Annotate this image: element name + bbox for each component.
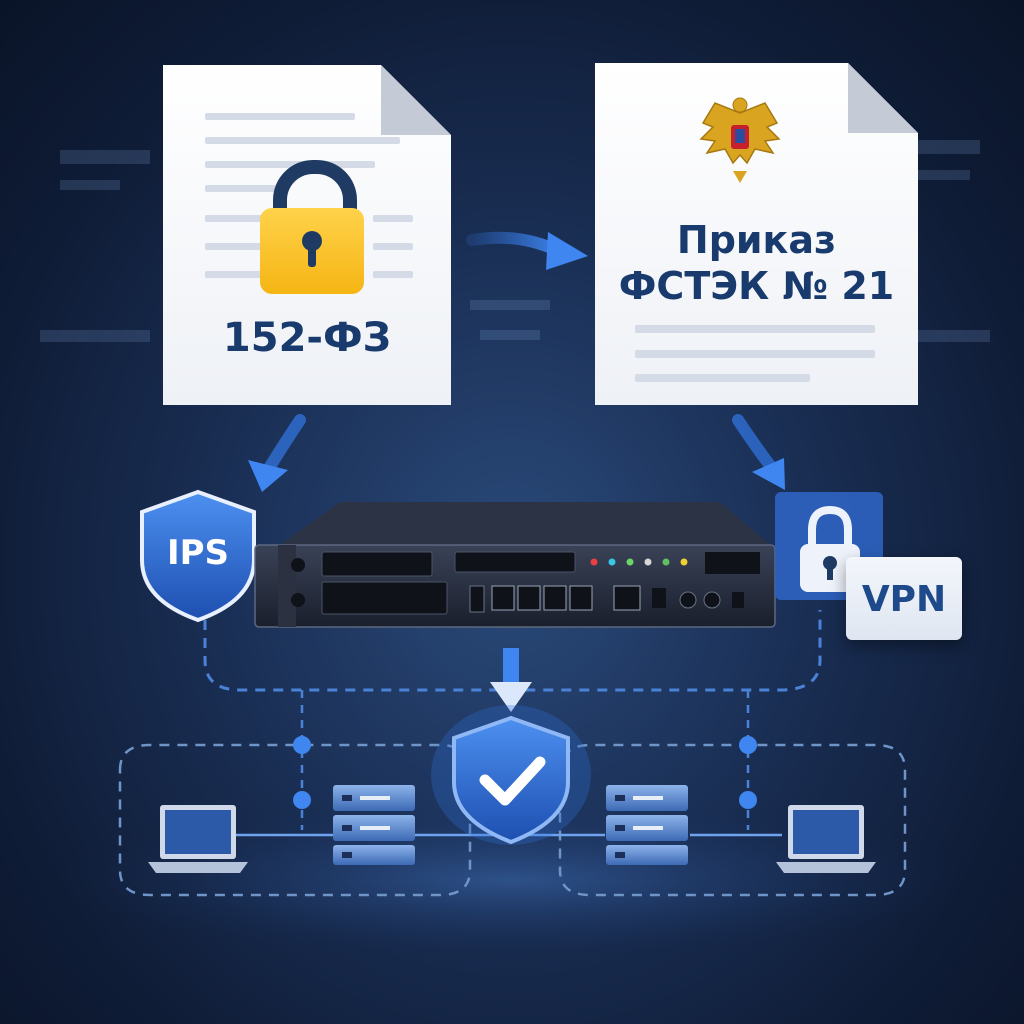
text-line xyxy=(205,185,285,192)
arrow-down-left-icon xyxy=(262,414,306,476)
text-line xyxy=(373,243,413,250)
order-document: Приказ ФСТЭК № 21 xyxy=(595,63,918,405)
node-dot xyxy=(739,791,757,809)
law-title: 152-ФЗ xyxy=(222,315,392,361)
ips-label: IPS xyxy=(166,533,230,573)
laptop-icon xyxy=(776,805,876,873)
ips-shield-icon xyxy=(140,489,256,623)
text-line xyxy=(373,215,413,222)
laptop-icon xyxy=(148,805,248,873)
text-line xyxy=(205,113,355,120)
text-line xyxy=(635,350,875,358)
arrow-down-right-icon xyxy=(732,414,778,474)
coat-of-arms-icon xyxy=(695,93,785,193)
text-line xyxy=(635,374,810,382)
text-line xyxy=(205,215,265,222)
right-network-group xyxy=(558,743,907,897)
text-line xyxy=(205,137,400,144)
checkmark-icon xyxy=(479,756,546,806)
firewall-appliance xyxy=(254,502,776,628)
vpn-card: VPN xyxy=(846,557,962,640)
text-line xyxy=(205,161,375,168)
node-dot xyxy=(293,736,311,754)
down-arrow-icon xyxy=(503,648,519,684)
text-line xyxy=(373,271,413,278)
arrow-head xyxy=(546,232,588,270)
vpn-label: VPN xyxy=(861,579,947,620)
floor-glow xyxy=(62,805,962,955)
server-icon xyxy=(606,785,688,865)
text-line xyxy=(205,243,265,250)
left-network-group xyxy=(118,743,472,897)
node-dot xyxy=(293,791,311,809)
server-icon xyxy=(333,785,415,865)
text-line xyxy=(205,271,265,278)
order-title-line1: Приказ xyxy=(676,218,837,262)
node-dot xyxy=(739,736,757,754)
vpn-lock-icon xyxy=(808,505,852,545)
text-line xyxy=(635,325,875,333)
arrow-right-icon xyxy=(466,231,566,258)
order-title-line2: ФСТЭК № 21 xyxy=(618,264,895,308)
check-shield-icon xyxy=(452,715,570,845)
